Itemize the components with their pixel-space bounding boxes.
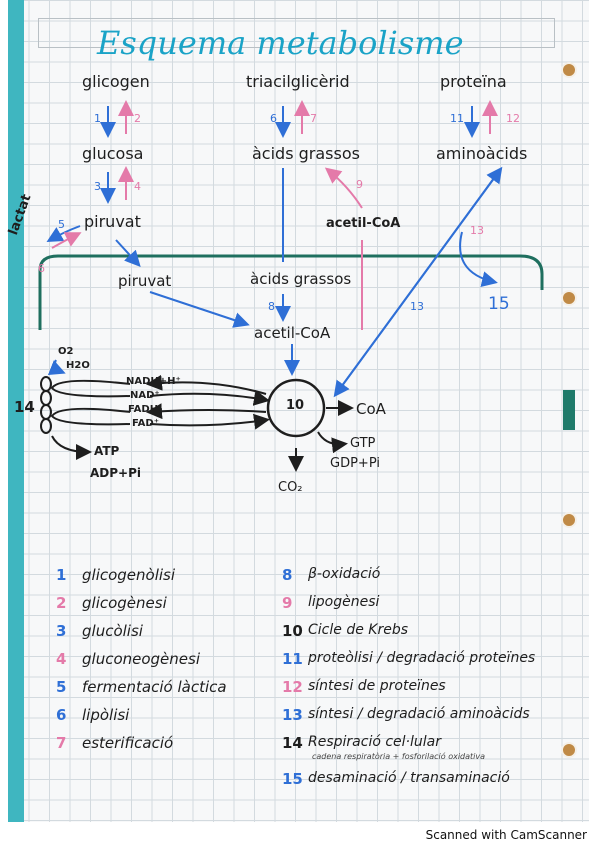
legend-number: 12 bbox=[282, 678, 303, 696]
arrow-num-6-lactat: 6 bbox=[38, 262, 45, 275]
arrow-num-9: 9 bbox=[356, 178, 363, 191]
title-box: Esquema metabolisme bbox=[38, 18, 555, 62]
node-acids-grassos-mito: àcids grassos bbox=[250, 270, 352, 288]
legend-number: 14 bbox=[282, 734, 303, 752]
legend-label: glucòlisi bbox=[82, 622, 143, 640]
node-fadh2: FADH₂ bbox=[128, 404, 163, 415]
node-gtp: GTP bbox=[350, 436, 376, 451]
arrow-num-14: 14 bbox=[14, 398, 35, 416]
legend-number: 4 bbox=[56, 650, 67, 668]
legend-number: 2 bbox=[56, 594, 67, 612]
legend-number: 11 bbox=[282, 650, 303, 668]
binder-hole bbox=[561, 290, 577, 306]
krebs-cycle-number: 10 bbox=[286, 398, 305, 413]
legend-label: β-oxidació bbox=[308, 566, 381, 582]
legend-label: gluconeogènesi bbox=[82, 650, 201, 668]
node-triacilgliceride: triacilglicèrid bbox=[246, 72, 350, 91]
legend-label: fermentació làctica bbox=[82, 678, 227, 696]
legend-label: síntesi de proteïnes bbox=[308, 678, 446, 694]
legend-label: lipòlisi bbox=[82, 706, 130, 724]
binder-hole bbox=[561, 512, 577, 528]
node-co2: CO₂ bbox=[278, 480, 303, 495]
legend-number: 3 bbox=[56, 622, 67, 640]
footer-watermark: Scanned with CamScanner bbox=[425, 828, 587, 842]
node-fad: FAD⁺ bbox=[132, 418, 160, 429]
legend-number: 1 bbox=[56, 566, 67, 584]
legend-label: glicogènesi bbox=[82, 594, 167, 612]
node-glucosa: glucosa bbox=[82, 144, 144, 163]
notebook-tab bbox=[563, 390, 575, 430]
legend-label: Cicle de Krebs bbox=[308, 622, 408, 638]
node-o2: O2 bbox=[58, 346, 74, 357]
legend-number: 5 bbox=[56, 678, 67, 696]
legend-number: 10 bbox=[282, 622, 303, 640]
legend-label: lipogènesi bbox=[308, 594, 380, 610]
node-atp: ATP bbox=[94, 444, 120, 458]
arrow-num-11: 11 bbox=[450, 112, 464, 125]
node-aminoacids: aminoàcids bbox=[436, 144, 528, 163]
node-acids-grassos-top: àcids grassos bbox=[252, 144, 360, 163]
arrow-num-6: 6 bbox=[270, 112, 277, 125]
binder-hole bbox=[561, 742, 577, 758]
legend-label: glicogenòlisi bbox=[82, 566, 176, 584]
arrow-num-4: 4 bbox=[134, 180, 141, 193]
node-coa: CoA bbox=[356, 400, 386, 418]
node-h2o: H2O bbox=[66, 360, 90, 371]
arrow-num-3: 3 bbox=[94, 180, 101, 193]
arrow-num-5: 5 bbox=[58, 218, 65, 231]
legend-label: proteòlisi / degradació proteïnes bbox=[308, 650, 536, 666]
legend-label: esterificació bbox=[82, 734, 174, 752]
arrow-num-8: 8 bbox=[268, 300, 275, 313]
legend-number: 9 bbox=[282, 594, 293, 612]
node-adp: ADP+Pi bbox=[90, 466, 142, 480]
legend-label: desaminació / transaminació bbox=[308, 770, 510, 786]
arrow-num-12: 12 bbox=[506, 112, 520, 125]
notebook-spine bbox=[8, 0, 24, 822]
arrow-num-1: 1 bbox=[94, 112, 101, 125]
node-acetil-coa-mito: acetil-CoA bbox=[254, 324, 331, 342]
arrow-num-13-pink: 13 bbox=[470, 224, 484, 237]
legend-label: síntesi / degradació aminoàcids bbox=[308, 706, 530, 722]
arrow-num-13: 13 bbox=[410, 300, 424, 313]
arrow-num-15: 15 bbox=[488, 294, 510, 314]
node-piruvat-mito: piruvat bbox=[118, 272, 172, 290]
legend-number: 8 bbox=[282, 566, 293, 584]
node-glicogen: glicogen bbox=[82, 72, 150, 91]
node-nad: NAD⁺ bbox=[130, 390, 160, 401]
legend-number: 15 bbox=[282, 770, 303, 788]
legend-label: Respiració cel·lular bbox=[308, 734, 441, 750]
mitochondria-membrane bbox=[38, 254, 544, 330]
node-gdp: GDP+Pi bbox=[330, 456, 380, 471]
node-proteina: proteïna bbox=[440, 72, 507, 91]
node-nadh: NADH+H⁺ bbox=[126, 376, 181, 387]
page-title: Esquema metabolisme bbox=[97, 24, 464, 62]
legend-number: 13 bbox=[282, 706, 303, 724]
node-acetil-coa-top: acetil-CoA bbox=[326, 216, 401, 231]
arrow-num-2: 2 bbox=[134, 112, 141, 125]
legend-number: 6 bbox=[56, 706, 67, 724]
legend-subtext: cadena respiratòria + fosforilació oxida… bbox=[312, 752, 486, 761]
legend-number: 7 bbox=[56, 734, 67, 752]
arrow-num-7: 7 bbox=[310, 112, 317, 125]
binder-hole bbox=[561, 62, 577, 78]
node-piruvat-top: piruvat bbox=[84, 212, 141, 231]
